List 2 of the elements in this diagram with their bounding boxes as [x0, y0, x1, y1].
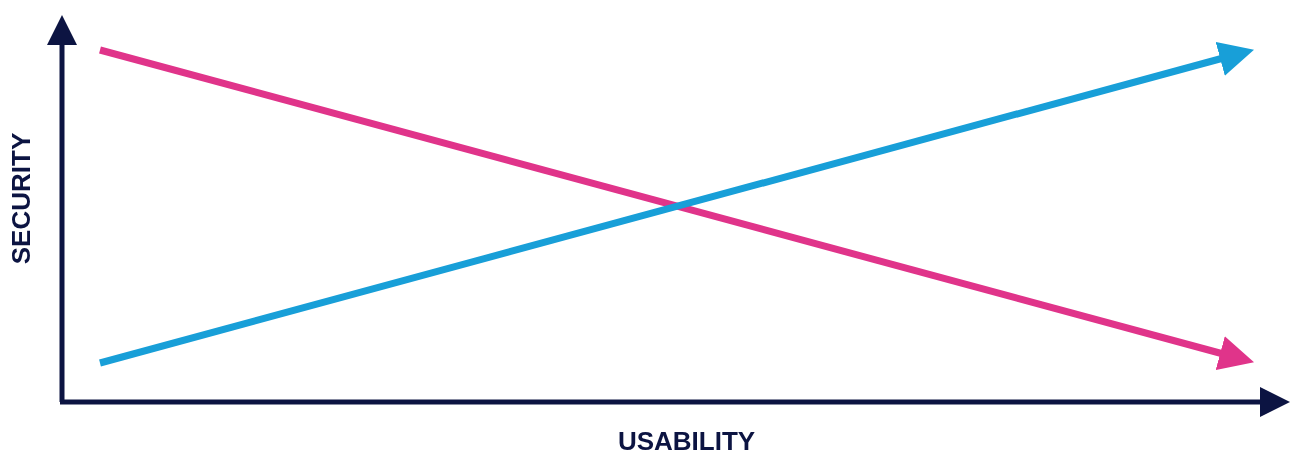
axis-label: USABILITY	[617, 425, 756, 452]
axis-label: SECURITY	[5, 132, 38, 264]
